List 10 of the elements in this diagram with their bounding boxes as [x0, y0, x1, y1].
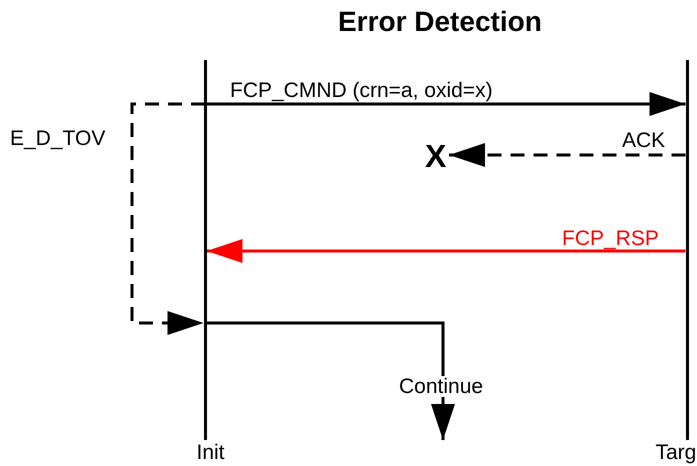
- diagram-title: Error Detection: [338, 6, 542, 38]
- arrow: [130, 102, 205, 335]
- arrow: [206, 322, 455, 440]
- edge-label: Continue: [397, 376, 486, 397]
- cross-mark: X: [425, 140, 446, 172]
- participant-label: Init: [196, 442, 225, 463]
- arrow: [206, 92, 686, 116]
- arrow: [206, 239, 686, 263]
- arrow: [449, 143, 686, 167]
- participant-label: Targ: [656, 442, 696, 463]
